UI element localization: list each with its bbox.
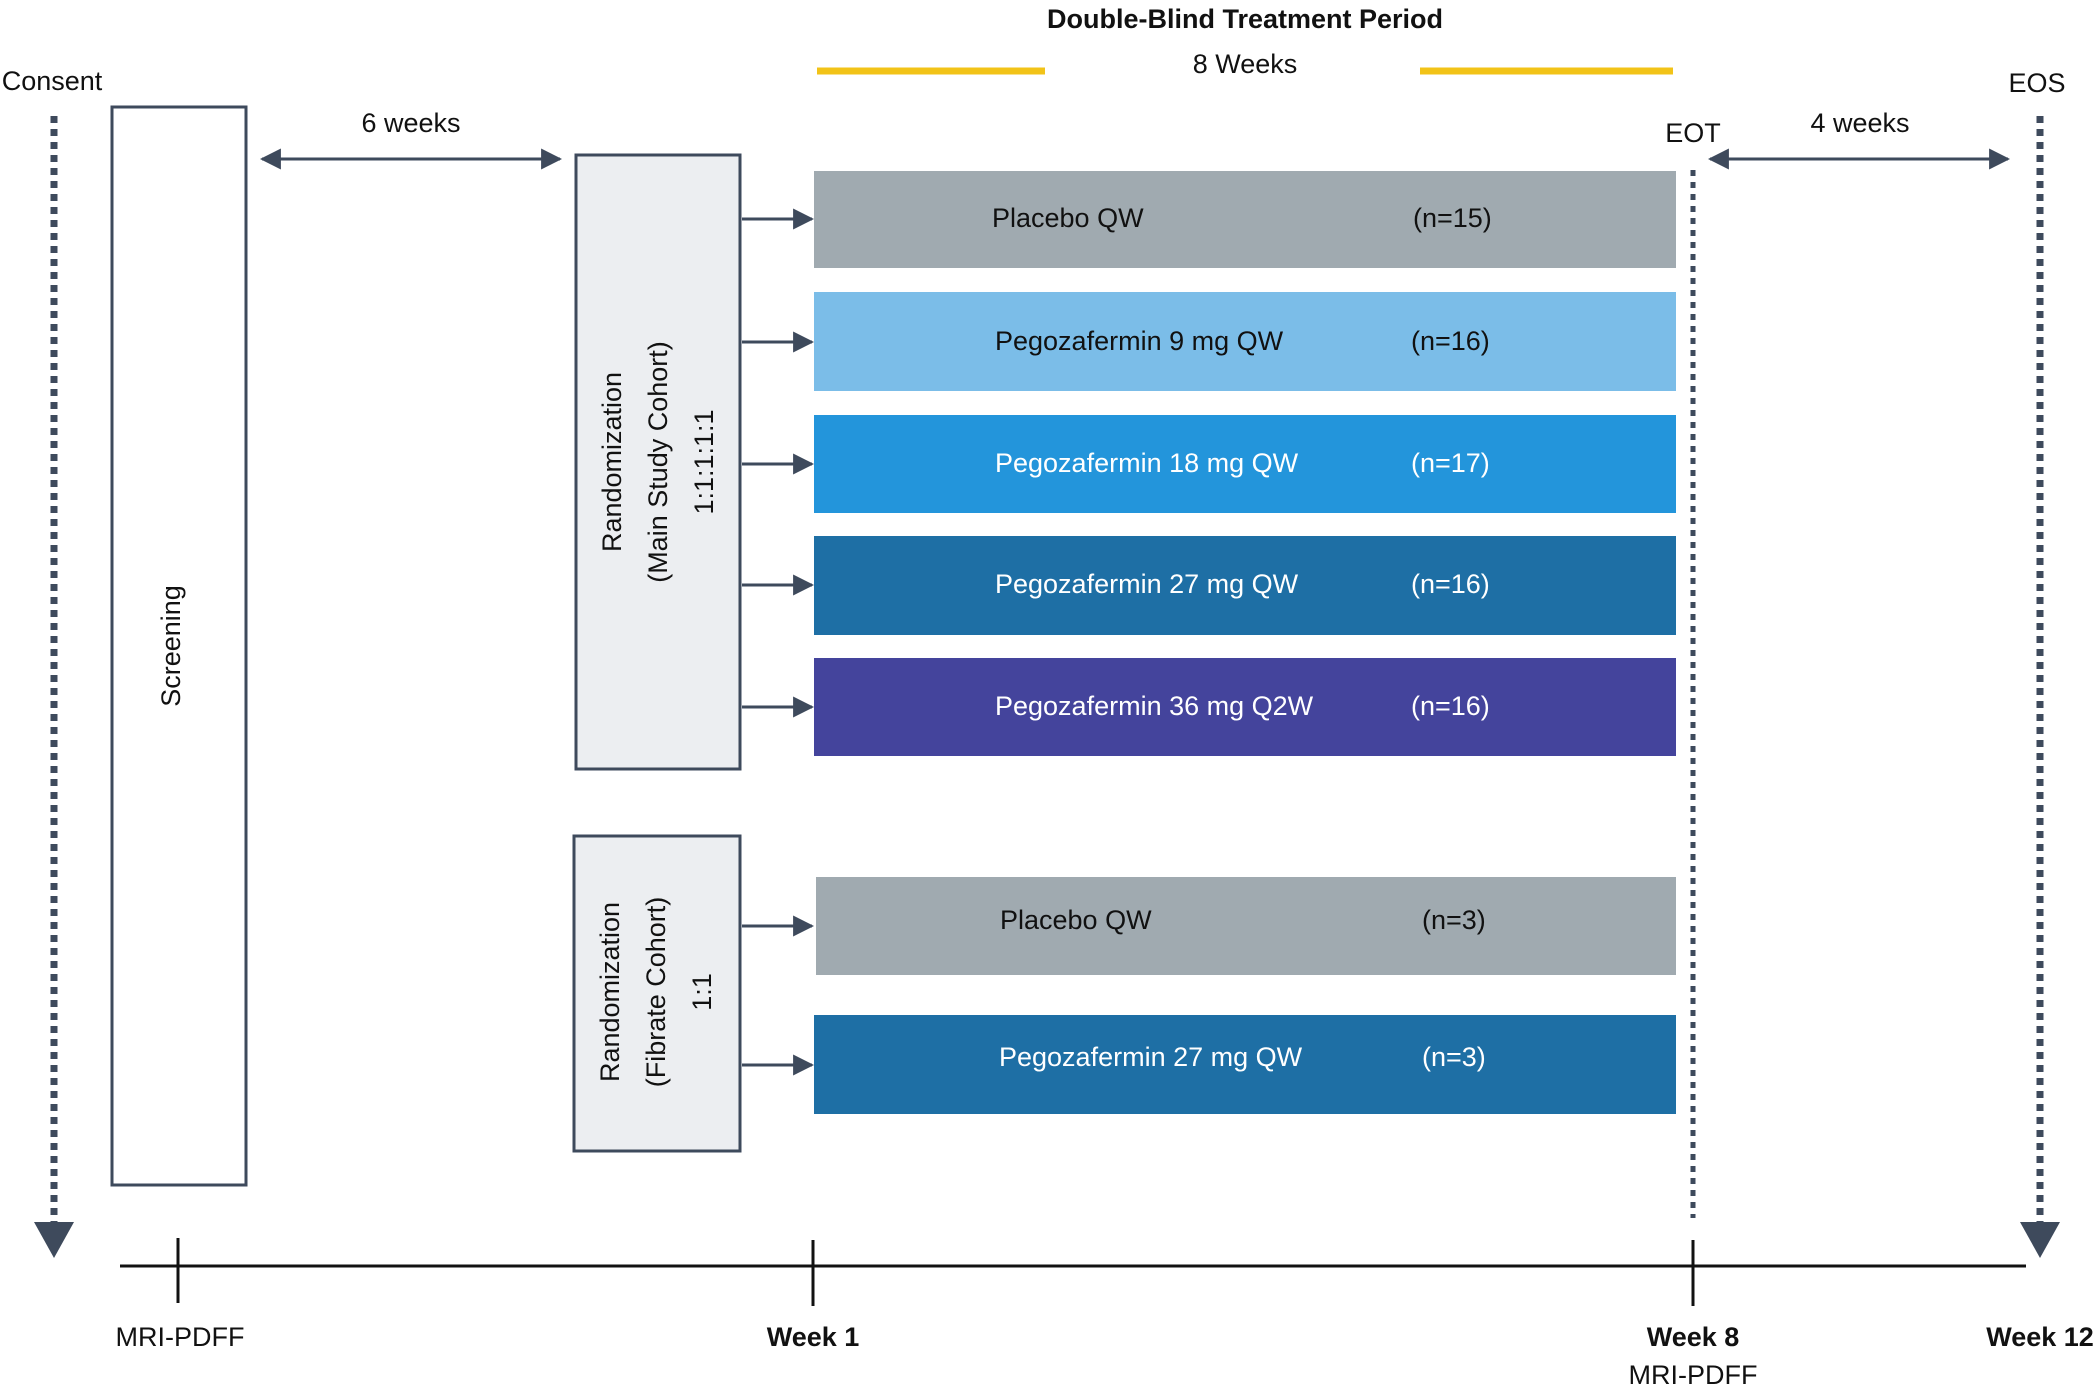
eos-arrowhead — [2020, 1222, 2060, 1258]
arm-label: Pegozafermin 36 mg Q2W — [995, 691, 1314, 721]
arm-label: Pegozafermin 18 mg QW — [995, 448, 1299, 478]
arm-box-placebo — [814, 171, 1676, 268]
randomization-fibrate-box — [572, 834, 742, 1153]
screening-label: Screening — [156, 585, 186, 707]
week12-label: Week 12 — [1986, 1322, 2094, 1352]
arm-box-27mg — [814, 536, 1676, 635]
screening-box — [110, 105, 248, 1187]
follow-up-interval-label: 4 weeks — [1810, 108, 1909, 138]
main-cohort-arms: Placebo QW (n=15) Pegozafermin 9 mg QW (… — [742, 171, 1676, 756]
duration-label: 8 Weeks — [1193, 49, 1298, 79]
week8-mri-label: MRI-PDFF — [1629, 1360, 1758, 1390]
arm-box-18mg — [814, 415, 1676, 513]
arm-label: Placebo QW — [992, 203, 1144, 233]
consent-arrowhead — [34, 1222, 74, 1258]
arm-box-fibrate-placebo — [816, 877, 1676, 975]
randomization-fibrate-ratio: 1:1 — [687, 973, 717, 1011]
randomization-main-ratio: 1:1:1:1:1 — [689, 409, 719, 514]
week8-label: Week 8 — [1647, 1322, 1740, 1352]
arm-count: (n=16) — [1411, 691, 1490, 721]
screening-interval-label: 6 weeks — [361, 108, 460, 138]
arm-count: (n=16) — [1411, 326, 1490, 356]
arm-label: Pegozafermin 27 mg QW — [999, 1042, 1303, 1072]
randomization-fibrate-line2: (Fibrate Cohort) — [641, 897, 671, 1088]
treatment-period-title: Double-Blind Treatment Period — [1047, 4, 1443, 34]
consent-label: Consent — [2, 66, 103, 96]
arm-count: (n=16) — [1411, 569, 1490, 599]
randomization-fibrate-line1: Randomization — [595, 902, 625, 1082]
arm-count: (n=3) — [1422, 905, 1486, 935]
screening-mri-label: MRI-PDFF — [116, 1322, 245, 1352]
arm-box-9mg — [814, 292, 1676, 391]
arm-count: (n=17) — [1411, 448, 1490, 478]
arm-count: (n=15) — [1413, 203, 1492, 233]
arm-label: Pegozafermin 9 mg QW — [995, 326, 1284, 356]
fibrate-cohort-arms: Placebo QW (n=3) Pegozafermin 27 mg QW (… — [742, 877, 1676, 1114]
arm-box-36mg — [814, 658, 1676, 756]
arm-label: Placebo QW — [1000, 905, 1152, 935]
arm-label: Pegozafermin 27 mg QW — [995, 569, 1299, 599]
randomization-main-line1: Randomization — [597, 372, 627, 552]
arm-count: (n=3) — [1422, 1042, 1486, 1072]
week1-label: Week 1 — [767, 1322, 860, 1352]
arm-box-fibrate-27mg — [814, 1015, 1676, 1114]
randomization-main-line2: (Main Study Cohort) — [643, 341, 673, 583]
eos-label: EOS — [2008, 68, 2065, 98]
randomization-main-box — [574, 153, 742, 771]
eot-label: EOT — [1665, 118, 1721, 148]
